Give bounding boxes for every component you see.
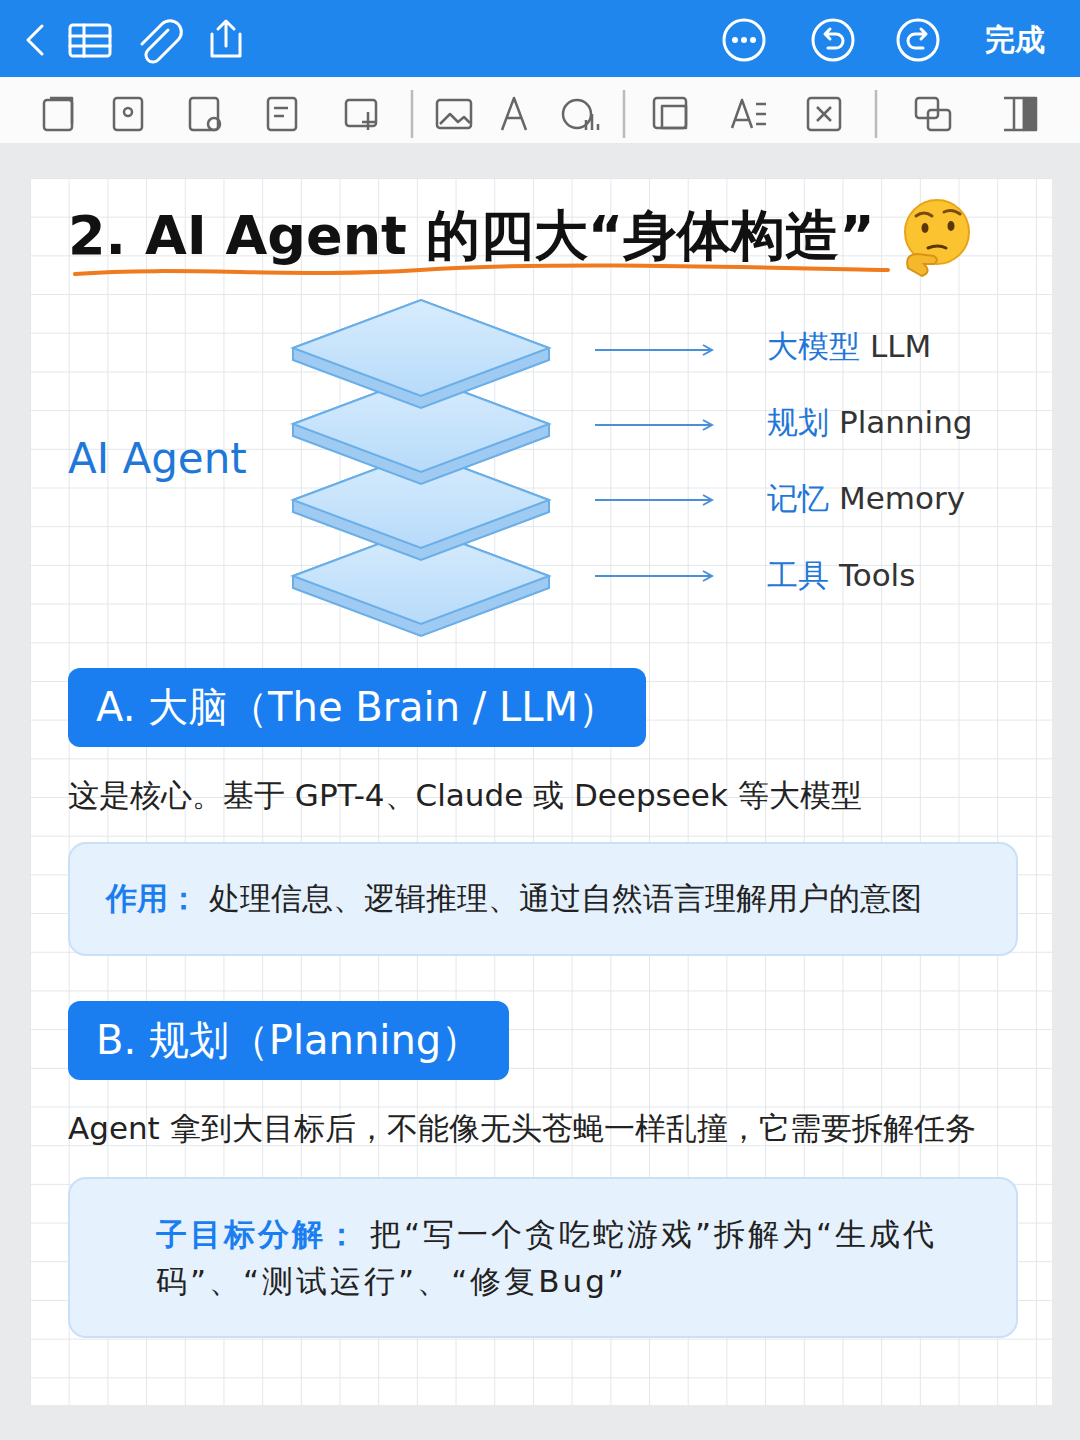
- layer-name-en: Memory: [839, 480, 965, 516]
- node-text: B. 规划（Planning）: [96, 1017, 481, 1063]
- thinking-emoji: [905, 200, 969, 276]
- agent-label: AI Agent: [68, 434, 247, 483]
- info-card: 作用： 处理信息、逻辑推理、通过自然语言理解用户的意图: [68, 842, 1018, 956]
- layer-name-zh: 记忆: [767, 478, 829, 520]
- page-title: 2. AI Agent 的四大“身体构造”: [68, 200, 875, 273]
- leader-arrows: [595, 350, 712, 576]
- card-key: 作用：: [106, 880, 199, 916]
- format-bar: [0, 77, 1080, 143]
- info-card: 子目标分解：把“写一个贪吃蛇游戏”拆解为“生成代码”、“测试运行”、“修复Bug…: [68, 1177, 1018, 1338]
- node-text: A. 大脑（The Brain / LLM）: [96, 684, 618, 730]
- toolbar-icons: [28, 20, 938, 62]
- layer-label: 记忆 Memory: [767, 478, 965, 520]
- body-text: 这是核心。基于 GPT-4、Claude 或 Deepseek 等大模型: [68, 775, 862, 817]
- body-text: Agent 拿到大目标后，不能像无头苍蝇一样乱撞，它需要拆解任务: [68, 1108, 976, 1150]
- section-header: B. 规划（Planning）: [68, 1001, 509, 1080]
- layer-name-zh: 工具: [767, 555, 829, 597]
- layer-name-en: Tools: [839, 557, 915, 593]
- node-text: 处理信息、逻辑推理、通过自然语言理解用户的意图: [209, 880, 922, 916]
- top-bar: [0, 0, 1080, 77]
- layer-label: 大模型 LLM: [767, 326, 931, 368]
- format-icons: [44, 90, 1036, 138]
- card-key: 子目标分解：: [156, 1216, 360, 1252]
- layer-name-en: Planning: [839, 404, 973, 440]
- done-button: 完成: [985, 20, 1045, 61]
- layer-label: 规划 Planning: [767, 402, 973, 444]
- layer-name-zh: 大模型: [767, 326, 860, 368]
- layer-stack: [293, 300, 549, 636]
- layer-name-zh: 规划: [767, 402, 829, 444]
- section-header: A. 大脑（The Brain / LLM）: [68, 668, 646, 747]
- layer-label: 工具 Tools: [767, 555, 915, 597]
- layer-name-en: LLM: [870, 328, 931, 364]
